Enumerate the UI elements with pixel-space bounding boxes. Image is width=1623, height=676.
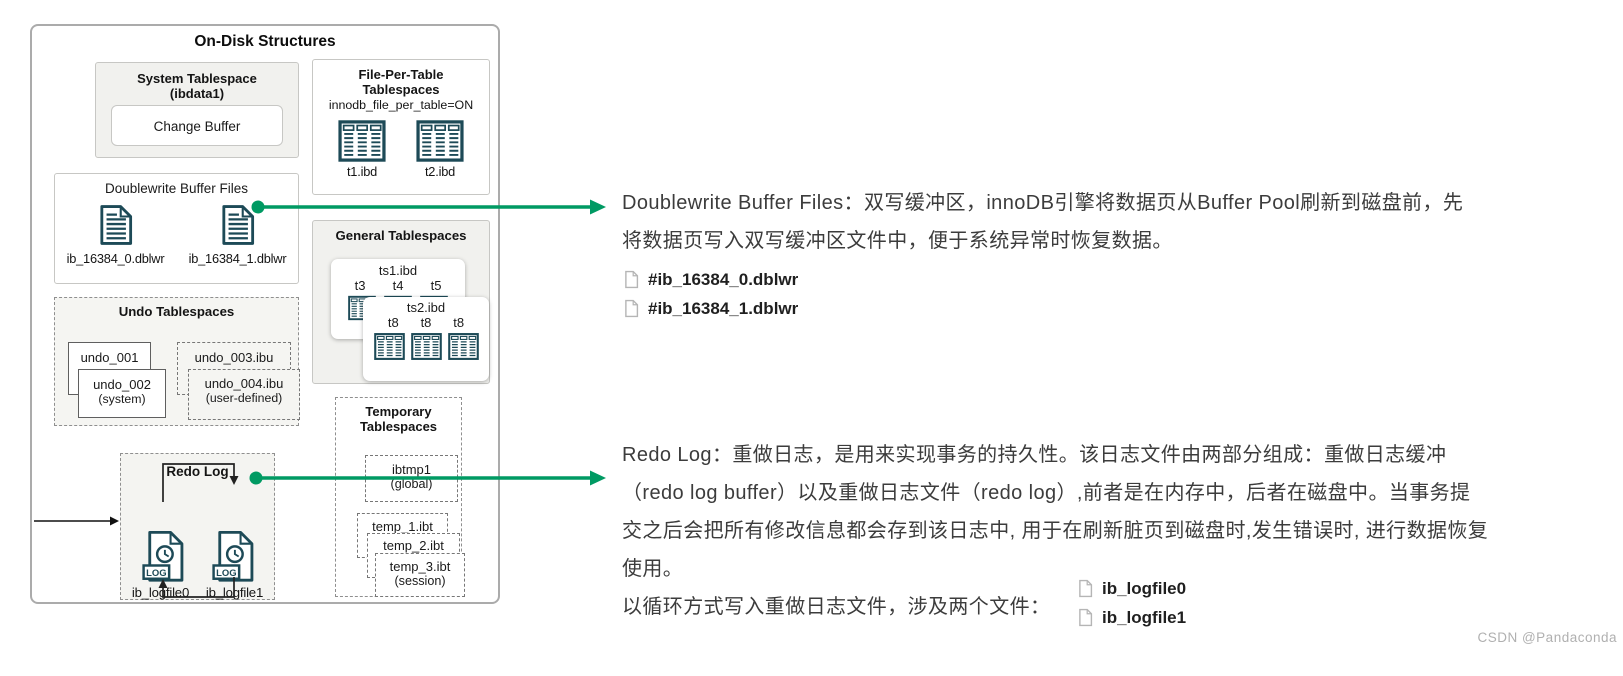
file-per-table-config: innodb_file_per_table=ON xyxy=(328,98,474,112)
tablespace-file: t2.ibd xyxy=(416,120,464,179)
table-icon xyxy=(411,331,442,362)
ts1-name: ts1.ibd xyxy=(378,263,418,278)
document-icon xyxy=(221,204,255,246)
redo-annotation: Redo Log：重做日志，是用来实现事务的持久性。该日志文件由两部分组成：重做… xyxy=(622,436,1488,626)
table-label: t3 xyxy=(354,278,366,293)
ts2-table-labels: t8 t8 t8 xyxy=(363,315,489,330)
annotation-line: 将数据页写入双写缓冲区文件中，便于系统异常时恢复数据。 xyxy=(622,230,1173,252)
undo-002-box: undo_002 (system) xyxy=(78,369,166,418)
ts2-card: ts2.ibd t8 t8 t8 xyxy=(363,297,489,381)
diagram-title: On-Disk Structures xyxy=(194,33,336,50)
file-per-table-title-2: Tablespaces xyxy=(362,82,440,97)
temp3-label: temp_3.ibt xyxy=(389,559,451,574)
annotation-line: Redo Log：重做日志，是用来实现事务的持久性。该日志文件由两部分组成：重做… xyxy=(622,444,1447,466)
table-icon xyxy=(338,120,386,162)
table-label: t5 xyxy=(430,278,442,293)
ts1-table-labels: t3 t4 t5 xyxy=(331,278,465,293)
undo-002-note: (system) xyxy=(98,392,146,406)
table-label: t8 xyxy=(453,315,465,330)
ts2-name: ts2.ibd xyxy=(406,300,446,315)
undo-002-label: undo_002 xyxy=(93,377,151,392)
table-icon xyxy=(416,120,464,162)
table-label: t4 xyxy=(392,278,404,293)
temporary-title-1: Temporary xyxy=(365,404,432,419)
system-tablespace-title: System Tablespace xyxy=(137,71,257,86)
annotation-line: 以循环方式写入重做日志文件，涉及两个文件： xyxy=(622,596,1051,618)
doublewrite-box: Doublewrite Buffer Files ib_16384_0.dblw… xyxy=(54,173,299,284)
file-name: #ib_16384_1.dblwr xyxy=(648,298,799,318)
redo-file-list: ib_logfile0 ib_logfile1 xyxy=(1078,574,1186,632)
doublewrite-annotation: Doublewrite Buffer Files：双写缓冲区，innoDB引擎将… xyxy=(622,184,1463,260)
general-title: General Tablespaces xyxy=(335,228,467,243)
temporary-title-2: Tablespaces xyxy=(359,419,438,434)
system-tablespace-box: System Tablespace (ibdata1) Change Buffe… xyxy=(95,62,299,158)
temp3-note: (session) xyxy=(394,574,446,588)
undo-004-box: undo_004.ibu (user-defined) xyxy=(188,369,300,420)
tablespace-file: t1.ibd xyxy=(338,120,386,179)
temp1-label: temp_1.ibt xyxy=(372,519,433,534)
log-file-icon xyxy=(141,530,185,583)
undo-tablespaces-box: Undo Tablespaces undo_001 undo_002 (syst… xyxy=(54,297,300,426)
temporary-tablespaces-box: Temporary Tablespaces ibtmp1 (global) te… xyxy=(335,397,465,597)
log-file-icon xyxy=(211,530,255,583)
redo-file-label: ib_logfile0 xyxy=(131,585,190,600)
redo-log-box: Redo Log ib_logfile0 ib_logfile1 xyxy=(120,453,275,600)
ibtmp1-box: ibtmp1 (global) xyxy=(365,455,458,502)
undo-001-label: undo_001 xyxy=(80,350,139,365)
undo-title: Undo Tablespaces xyxy=(118,304,235,319)
file-icon xyxy=(1078,608,1093,627)
file-name: #ib_16384_0.dblwr xyxy=(648,269,799,289)
on-disk-structures-diagram: On-Disk Structures System Tablespace (ib… xyxy=(30,24,500,604)
annotation-line: （redo log buffer）以及重做日志文件（redo log）,前者是在… xyxy=(622,482,1471,504)
doublewrite-file-label: ib_16384_0.dblwr xyxy=(66,251,165,266)
doublewrite-file: ib_16384_0.dblwr xyxy=(58,204,174,266)
ibtmp1-label: ibtmp1 xyxy=(391,462,432,477)
temp2-label: temp_2.ibt xyxy=(383,538,444,553)
doublewrite-title: Doublewrite Buffer Files xyxy=(104,181,249,196)
table-label: t8 xyxy=(387,315,399,330)
file-per-table-box: File-Per-Table Tablespaces innodb_file_p… xyxy=(312,59,490,195)
file-per-table-title-1: File-Per-Table xyxy=(358,67,444,82)
file-icon xyxy=(624,299,639,318)
doublewrite-file: ib_16384_1.dblwr xyxy=(180,204,296,266)
redo-title: Redo Log xyxy=(166,464,229,479)
tablespace-file-label: t1.ibd xyxy=(346,164,378,179)
temp3-box: temp_3.ibt (session) xyxy=(375,553,465,597)
system-tablespace-subtitle: (ibdata1) xyxy=(169,86,225,101)
general-tablespaces-box: General Tablespaces ts1.ibd t3 t4 t5 ts2… xyxy=(312,220,490,384)
undo-004-label: undo_004.ibu xyxy=(204,376,284,391)
file-item: #ib_16384_1.dblwr xyxy=(624,294,798,323)
annotation-line: Doublewrite Buffer Files：双写缓冲区，innoDB引擎将… xyxy=(622,192,1464,214)
table-label: t8 xyxy=(420,315,432,330)
file-name: ib_logfile0 xyxy=(1102,578,1187,598)
file-item: ib_logfile1 xyxy=(1078,603,1186,632)
file-icon xyxy=(1078,579,1093,598)
file-item: #ib_16384_0.dblwr xyxy=(624,265,798,294)
tablespace-file-label: t2.ibd xyxy=(424,164,456,179)
undo-004-note: (user-defined) xyxy=(205,391,283,405)
table-icon xyxy=(448,331,479,362)
doublewrite-file-list: #ib_16384_0.dblwr #ib_16384_1.dblwr xyxy=(624,265,798,323)
file-name: ib_logfile1 xyxy=(1102,607,1187,627)
watermark: CSDN @Pandaconda xyxy=(1477,630,1617,645)
change-buffer-box: Change Buffer xyxy=(111,105,283,146)
undo-003-label: undo_003.ibu xyxy=(194,350,274,365)
file-icon xyxy=(624,270,639,289)
annotation-line: 交之后会把所有修改信息都会存到该日志中, 用于在刷新脏页到磁盘时,发生错误时, … xyxy=(622,520,1489,542)
document-icon xyxy=(99,204,133,246)
table-icon xyxy=(374,331,405,362)
redo-file-label: ib_logfile1 xyxy=(205,585,264,600)
ibtmp1-note: (global) xyxy=(390,477,433,491)
annotation-line: 使用。 xyxy=(622,558,684,580)
file-item: ib_logfile0 xyxy=(1078,574,1186,603)
doublewrite-file-label: ib_16384_1.dblwr xyxy=(188,251,287,266)
